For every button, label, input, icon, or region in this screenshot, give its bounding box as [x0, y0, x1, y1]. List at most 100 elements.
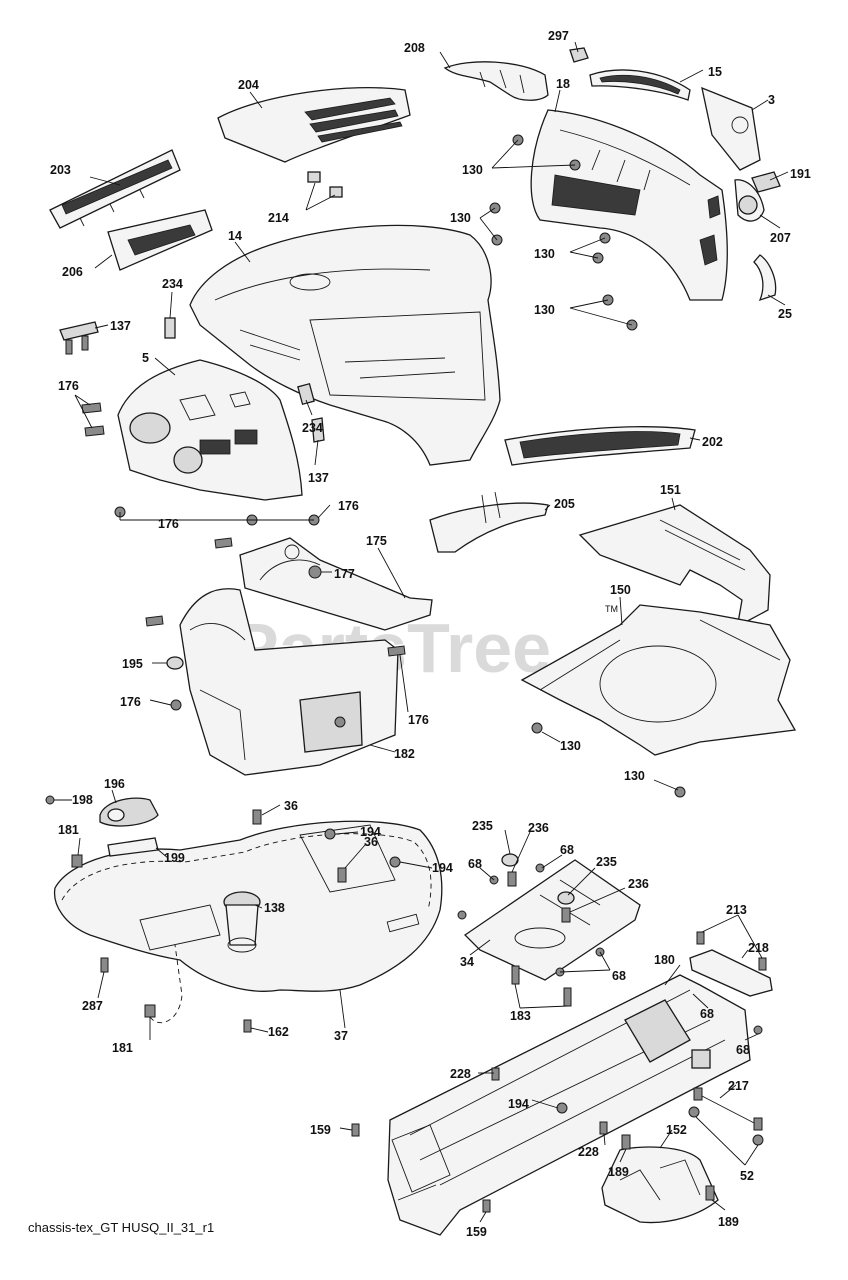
part-183-bolts[interactable] [511, 965, 572, 1007]
label-228-b: 228 [578, 1145, 599, 1159]
part-130-screws[interactable] [489, 134, 686, 798]
leader-lines [54, 41, 789, 1223]
label-287: 287 [82, 999, 103, 1013]
label-194-c: 194 [508, 1097, 529, 1111]
part-236-bushing-a[interactable] [507, 871, 517, 887]
part-175-mount-bracket[interactable] [239, 537, 433, 631]
part-203-grille[interactable] [49, 149, 181, 229]
label-176-d: 176 [120, 695, 141, 709]
label-189-b: 189 [718, 1215, 739, 1229]
label-130-f: 130 [624, 769, 645, 783]
label-68-d: 68 [700, 1007, 714, 1021]
label-36-b: 36 [364, 835, 378, 849]
part-206-grille-insert[interactable] [107, 209, 213, 271]
part-191-clip[interactable] [751, 171, 781, 193]
label-234-a: 234 [162, 277, 183, 291]
label-176-c: 176 [158, 517, 179, 531]
part-176-bolt-d[interactable] [214, 537, 233, 549]
part-198-nut[interactable] [45, 795, 55, 805]
label-3: 3 [768, 93, 775, 107]
part-194-nut-a[interactable] [324, 828, 336, 840]
part-218-bracket[interactable] [689, 949, 773, 997]
label-18: 18 [556, 77, 570, 91]
label-137-a: 137 [110, 319, 131, 333]
label-159-b: 159 [466, 1225, 487, 1239]
part-214-clips[interactable] [307, 171, 343, 198]
part-176-bolt-g[interactable] [387, 645, 406, 657]
part-213-bolts[interactable] [696, 931, 767, 971]
part-181-fastener-bottom[interactable] [144, 1004, 156, 1018]
part-159-screw-b[interactable] [482, 1199, 491, 1213]
label-182: 182 [394, 747, 415, 761]
label-236-a: 236 [528, 821, 549, 835]
label-177: 177 [334, 567, 355, 581]
label-137-b: 137 [308, 471, 329, 485]
part-228-bolt-b[interactable] [599, 1121, 608, 1135]
part-138-boot[interactable] [223, 891, 261, 953]
part-207-headlight[interactable] [734, 179, 765, 222]
label-228-a: 228 [450, 1067, 471, 1081]
part-287-screw[interactable] [100, 957, 109, 973]
part-181-fastener-top[interactable] [71, 854, 83, 868]
part-204-hood-panel[interactable] [217, 86, 411, 163]
part-236-bushing-b[interactable] [561, 907, 571, 923]
part-217-rod[interactable] [693, 1087, 763, 1131]
part-159-screw-a[interactable] [351, 1123, 360, 1137]
label-176-e: 176 [408, 713, 429, 727]
part-297-knob[interactable] [569, 47, 589, 63]
part-3-side-trim[interactable] [701, 86, 761, 171]
part-176-nut-f[interactable] [170, 699, 182, 711]
label-194-b: 194 [432, 861, 453, 875]
label-191: 191 [790, 167, 811, 181]
label-130-b: 130 [450, 211, 471, 225]
part-208-dash-trim[interactable] [443, 61, 549, 101]
part-202-front-grille[interactable] [504, 426, 696, 466]
label-152: 152 [666, 1123, 687, 1137]
label-214: 214 [268, 211, 289, 225]
label-196: 196 [104, 777, 125, 791]
part-176-bolts-left[interactable] [81, 402, 105, 437]
part-162-screw[interactable] [243, 1019, 252, 1033]
part-18-hood-body[interactable] [530, 109, 728, 301]
part-234-plate-lower[interactable] [297, 382, 315, 406]
label-175: 175 [366, 534, 387, 548]
part-176-bolt-e[interactable] [145, 615, 164, 627]
label-130-e: 130 [560, 739, 581, 753]
label-15: 15 [708, 65, 722, 79]
part-52-washers[interactable] [688, 1106, 764, 1146]
part-36-bolt-a[interactable] [252, 809, 262, 825]
label-130-c: 130 [534, 247, 555, 261]
part-36-bolt-b[interactable] [337, 867, 347, 883]
label-183: 183 [510, 1009, 531, 1023]
label-217: 217 [728, 1079, 749, 1093]
part-177-nut[interactable] [308, 565, 322, 579]
part-195-plug[interactable] [166, 656, 184, 670]
part-15-dash-strip[interactable] [589, 69, 691, 101]
part-234-plate-upper[interactable] [164, 317, 176, 339]
part-180-frame[interactable] [387, 974, 751, 1236]
part-137-clip-right[interactable] [311, 417, 325, 443]
label-68-b: 68 [560, 843, 574, 857]
part-150-floor-pan[interactable] [520, 604, 797, 756]
part-189-bolt-a[interactable] [621, 1134, 631, 1150]
part-189-bolt-b[interactable] [705, 1185, 715, 1201]
label-205: 205 [554, 497, 575, 511]
part-25-lens[interactable] [753, 254, 777, 302]
label-236-b: 236 [628, 877, 649, 891]
part-228-bolt-a[interactable] [491, 1067, 500, 1081]
part-5-dashboard[interactable] [117, 359, 303, 501]
part-196-lever-plate[interactable] [99, 797, 159, 827]
part-34-seat-plate[interactable] [463, 859, 641, 981]
label-138: 138 [264, 901, 285, 915]
part-205-side-trim[interactable] [429, 491, 549, 553]
part-152-guard[interactable] [601, 1146, 719, 1224]
label-5: 5 [142, 351, 149, 365]
part-182-pedestal[interactable] [179, 588, 399, 776]
part-194-nut-b[interactable] [389, 856, 401, 868]
part-235-spacer-b[interactable] [557, 891, 575, 905]
part-137-clip-left[interactable] [59, 321, 99, 355]
part-14-body-cowl[interactable] [189, 224, 501, 466]
trademark-mark: TM [605, 604, 618, 614]
part-194-nut-c[interactable] [556, 1102, 568, 1114]
